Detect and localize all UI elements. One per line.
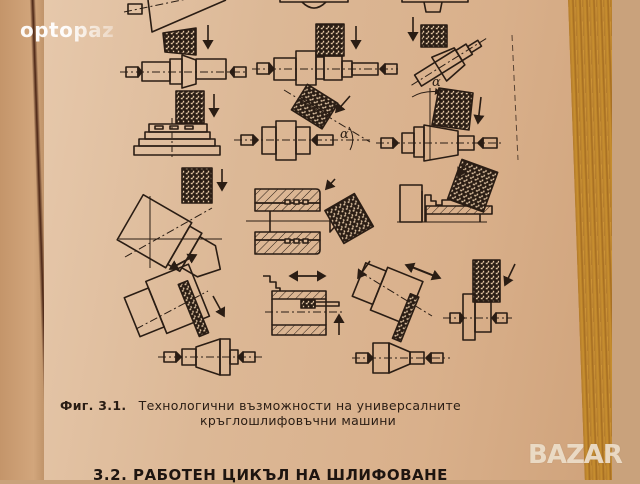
watermark-bazar: BAZAR [528,440,623,470]
section-heading: 3.2. РАБОТЕН ЦИКЪЛ НА ШЛИФОВАНЕ [93,466,448,484]
panel-stepped-disk-face-grinding [133,90,221,160]
caption-line-1: Технологични възможности на универсалнит… [138,398,462,413]
panel-angled-grinding-alpha: α [234,83,371,161]
panel-internal-bushing-grinding [246,178,375,255]
figure-caption: Фиг. 3.1. Технологични възможности на ун… [60,398,520,428]
panel-shoulder-face-grinding [397,158,499,223]
panel-external-taper-grinding [120,25,247,89]
panel-plunge-grinding-disk [443,259,516,341]
panel-taper-grinding-alpha: α [376,75,502,162]
panel-swivel-head-grinding-right [351,260,450,374]
panel-swivel-head-grinding-left [123,263,262,376]
svg-text:α: α [432,75,441,90]
panel-angled-wheel-grinding [407,17,487,87]
caption-line-2: кръглошлифовъчни машини [200,413,397,428]
panel-top-cutoff-middle [279,0,349,9]
technical-drawing-figure: α α [116,0,519,376]
panel-small-bore-internal-grinding [263,270,345,336]
book-page: α α [44,0,612,480]
panel-stepped-shaft-grinding [252,23,398,86]
panel-top-cutoff-right [401,0,469,13]
panel-top-cutoff-left [123,0,227,33]
svg-text:α: α [340,127,349,142]
panel-chuck-angled-taper [116,167,228,278]
watermark-optopaz: optopaz [20,18,115,42]
figure-label: Фиг. 3.1. [60,398,127,413]
